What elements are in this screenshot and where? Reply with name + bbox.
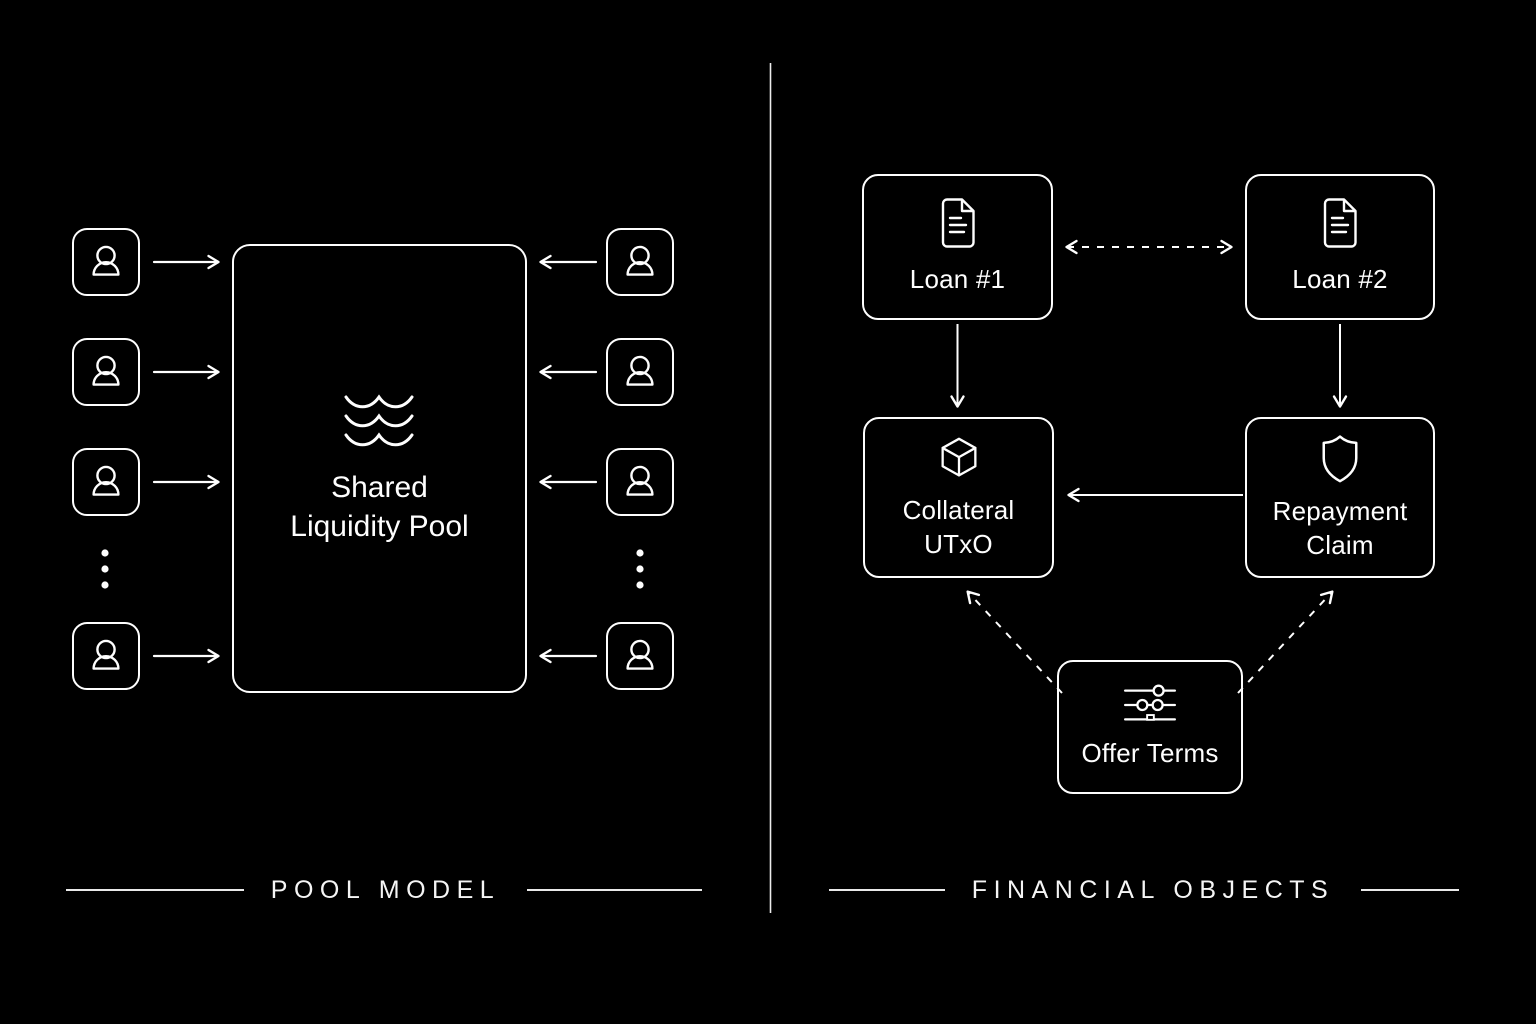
user-box	[606, 228, 674, 296]
left-users-arrows	[152, 254, 220, 664]
loan-2-label: Loan #2	[1292, 264, 1388, 295]
user-box	[72, 338, 140, 406]
right-users-arrows	[539, 254, 598, 664]
ellipsis-dots-left	[101, 549, 109, 589]
caption-rule-right	[527, 889, 703, 891]
user-icon	[86, 636, 126, 676]
caption-text: POOL MODEL	[270, 875, 501, 904]
offer-terms-box: Offer Terms	[1057, 660, 1243, 794]
waves-icon	[344, 391, 416, 447]
pool-label-line2: Liquidity Pool	[290, 509, 469, 543]
user-icon	[86, 462, 126, 502]
shared-liquidity-pool-box: Shared Liquidity Pool	[232, 244, 527, 693]
offer-terms-label: Offer Terms	[1081, 738, 1219, 769]
loan-2-box: Loan #2	[1245, 174, 1435, 320]
repayment-claim-label: Repayment Claim	[1272, 495, 1408, 560]
caption-text: FINANCIAL OBJECTS	[971, 875, 1335, 904]
user-icon	[620, 242, 660, 282]
pool-label-line1: Shared	[331, 471, 428, 505]
cube-icon	[934, 434, 984, 484]
loan-1-label: Loan #1	[909, 264, 1006, 295]
caption-rule-left	[828, 889, 945, 891]
user-icon	[86, 242, 126, 282]
user-box	[72, 622, 140, 690]
collateral-utxo-box: Collateral UTxO	[863, 417, 1054, 578]
user-box	[606, 338, 674, 406]
ellipsis-dots-right	[636, 549, 644, 589]
repayment-claim-box: Repayment Claim	[1245, 417, 1435, 578]
user-box	[606, 622, 674, 690]
caption-rule-right	[1361, 889, 1460, 891]
user-box	[606, 448, 674, 516]
user-box	[72, 228, 140, 296]
sliders-icon	[1122, 683, 1178, 727]
edge-offer-collateral-dashed	[966, 590, 1063, 694]
shield-icon	[1318, 433, 1362, 485]
user-icon	[620, 352, 660, 392]
document-icon	[936, 197, 980, 249]
pool-model-caption: POOL MODEL	[64, 874, 704, 906]
edge-offer-repayment-dashed	[1237, 590, 1334, 694]
user-icon	[620, 462, 660, 502]
loan-1-box: Loan #1	[862, 174, 1053, 320]
pool-label: Shared Liquidity Pool	[290, 469, 468, 545]
document-icon	[1318, 197, 1362, 249]
caption-rule-left	[65, 889, 244, 891]
user-icon	[86, 352, 126, 392]
collateral-utxo-label: Collateral UTxO	[902, 494, 1015, 559]
financial-objects-caption: FINANCIAL OBJECTS	[824, 874, 1464, 906]
user-icon	[620, 636, 660, 676]
user-box	[72, 448, 140, 516]
